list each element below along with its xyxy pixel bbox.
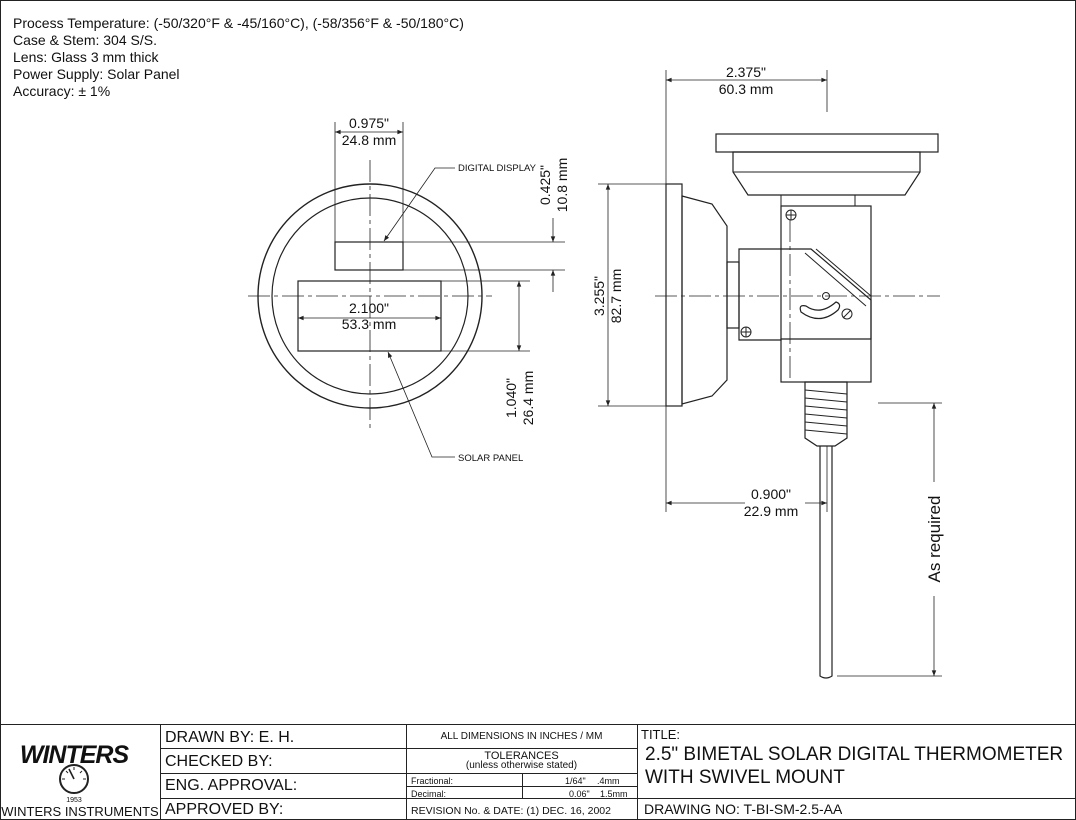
dim-display-height-in: 0.425" xyxy=(537,165,553,205)
spec-process-temperature: Process Temperature: (-50/320°F & -45/16… xyxy=(13,15,464,31)
lock-lever xyxy=(799,301,841,320)
tolerances-heading: TOLERANCES xyxy=(484,750,559,762)
title-block: WINTERS INSTRUMENTS DRAWN BY: E. H. CHEC… xyxy=(0,724,1076,820)
digital-display-window xyxy=(334,241,404,271)
approved-by: APPROVED BY: xyxy=(165,801,284,818)
revision: REVISION No. & DATE: (1) DEC. 16, 2002 xyxy=(411,805,611,817)
swivel-arm xyxy=(738,248,872,341)
logo-gauge-icon xyxy=(59,764,89,794)
spec-lens: Lens: Glass 3 mm thick xyxy=(13,49,159,65)
decimal-mm: 1.5mm xyxy=(600,789,628,799)
front-view xyxy=(248,122,565,458)
eng-approval: ENG. APPROVAL: xyxy=(165,777,298,794)
lock-screw xyxy=(841,308,853,320)
dim-panel-height-mm: 26.4 mm xyxy=(520,371,536,425)
dim-height-mm: 82.7 mm xyxy=(608,269,624,323)
logo-year: 1953 xyxy=(66,797,82,804)
decimal-label: Decimal: xyxy=(411,789,447,799)
decimal-in: 0.06" xyxy=(569,789,590,799)
label-digital-display: DIGITAL DISPLAY xyxy=(458,163,537,174)
head-cap xyxy=(715,133,939,153)
checked-by: CHECKED BY: xyxy=(165,753,273,770)
dim-stem-length: As required xyxy=(925,496,944,583)
head-body xyxy=(732,151,921,196)
dim-top-in: 2.375" xyxy=(726,64,766,80)
spec-accuracy: Accuracy: ± 1% xyxy=(13,83,111,99)
centerlines xyxy=(248,160,492,432)
winters-logo: WINTERS 1953 xyxy=(20,741,131,804)
dim-display-width-mm: 24.8 mm xyxy=(342,132,396,148)
dim-panel-height-in: 1.040" xyxy=(503,378,519,418)
dim-display-height-mm: 10.8 mm xyxy=(554,158,570,212)
swivel-connector xyxy=(726,261,740,329)
dim-depth-mm: 22.9 mm xyxy=(744,503,798,519)
dim-panel-width-in: 2.100" xyxy=(349,300,389,316)
threaded-fitting xyxy=(804,381,848,447)
spec-notes: Process Temperature: (-50/320°F & -45/16… xyxy=(13,15,464,100)
fractional-mm: .4mm xyxy=(597,776,620,786)
dim-depth-in: 0.900" xyxy=(751,486,791,502)
dim-height-in: 3.255" xyxy=(591,276,607,316)
drawn-by: DRAWN BY: E. H. xyxy=(165,729,295,746)
drawing-number: DRAWING NO: T-BI-SM-2.5-AA xyxy=(644,801,843,817)
dim-panel-width-mm: 53.3 mm xyxy=(342,316,396,332)
drawing-title-line-1: 2.5" BIMETAL SOLAR DIGITAL THERMOMETER xyxy=(645,744,1064,765)
fractional-label: Fractional: xyxy=(411,776,454,786)
drawing-title-line-2: WITH SWIVEL MOUNT xyxy=(645,767,845,788)
dial-case xyxy=(681,195,728,405)
dim-top-mm: 60.3 mm xyxy=(719,81,773,97)
thread-lines xyxy=(804,389,848,435)
pivot-dot xyxy=(822,292,830,300)
stem-tip xyxy=(819,672,833,679)
dim-display-width-in: 0.975" xyxy=(349,115,389,131)
swivel-housing xyxy=(780,205,872,383)
title-block-grid xyxy=(0,724,1076,820)
dimensions-note: ALL DIMENSIONS IN INCHES / MM xyxy=(440,731,603,742)
dial-flange xyxy=(665,183,683,407)
side-view xyxy=(598,70,942,679)
label-solar-panel: SOLAR PANEL xyxy=(458,453,523,464)
tolerances-note: (unless otherwise stated) xyxy=(465,760,578,771)
fractional-in: 1/64" xyxy=(565,776,586,786)
spec-power-supply: Power Supply: Solar Panel xyxy=(13,66,180,82)
spec-case-stem: Case & Stem: 304 S/S. xyxy=(13,32,157,48)
company-name: WINTERS INSTRUMENTS xyxy=(1,804,159,819)
title-label: TITLE: xyxy=(641,727,681,742)
